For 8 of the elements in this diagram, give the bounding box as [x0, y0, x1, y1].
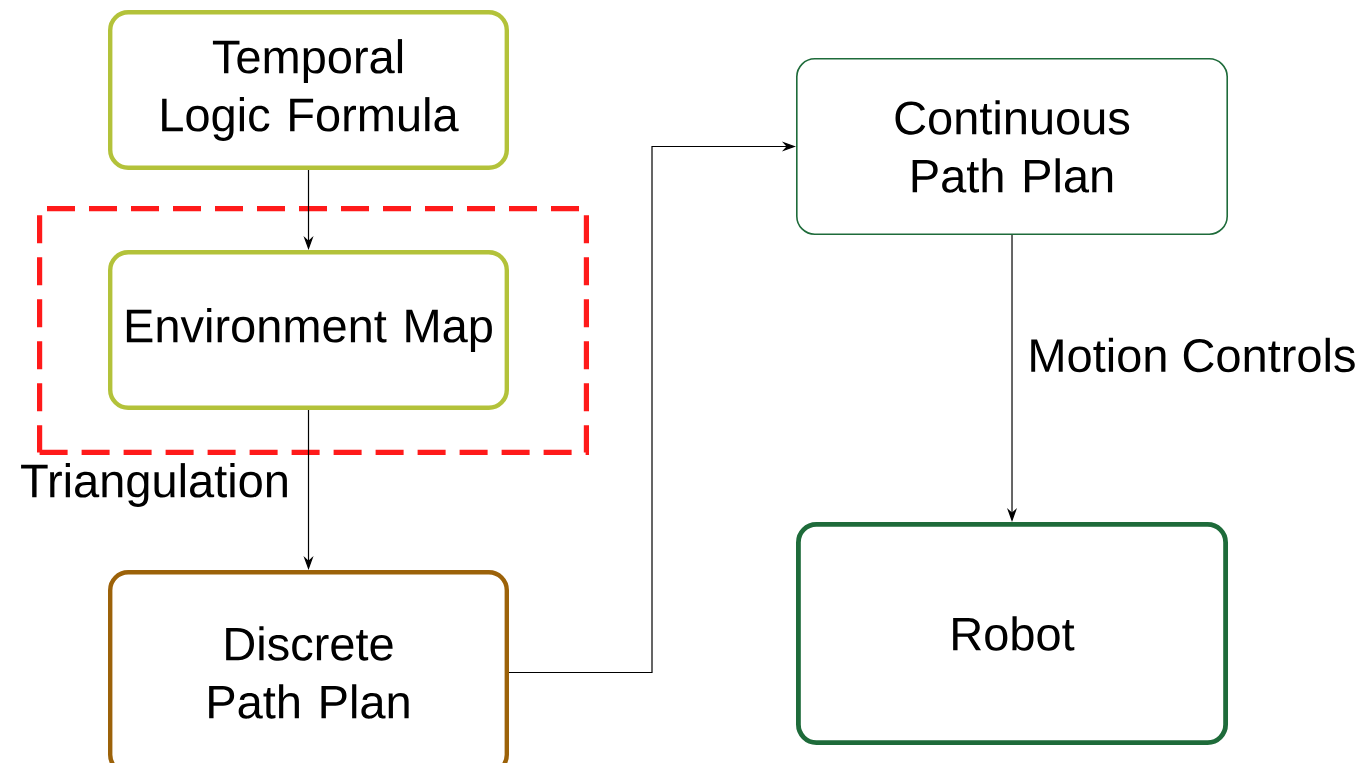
edge-label: Triangulation	[18, 461, 292, 509]
edge-label: Motion Controls	[1025, 335, 1359, 375]
process-box: Continuous Path Plan	[796, 58, 1228, 235]
dashed-frame	[37, 206, 589, 455]
process-box: Robot	[796, 522, 1228, 745]
process-box: Discrete Path Plan	[108, 570, 509, 763]
process-box: Temporal Logic Formula	[108, 10, 509, 170]
process-box: Environment Map	[108, 250, 509, 410]
